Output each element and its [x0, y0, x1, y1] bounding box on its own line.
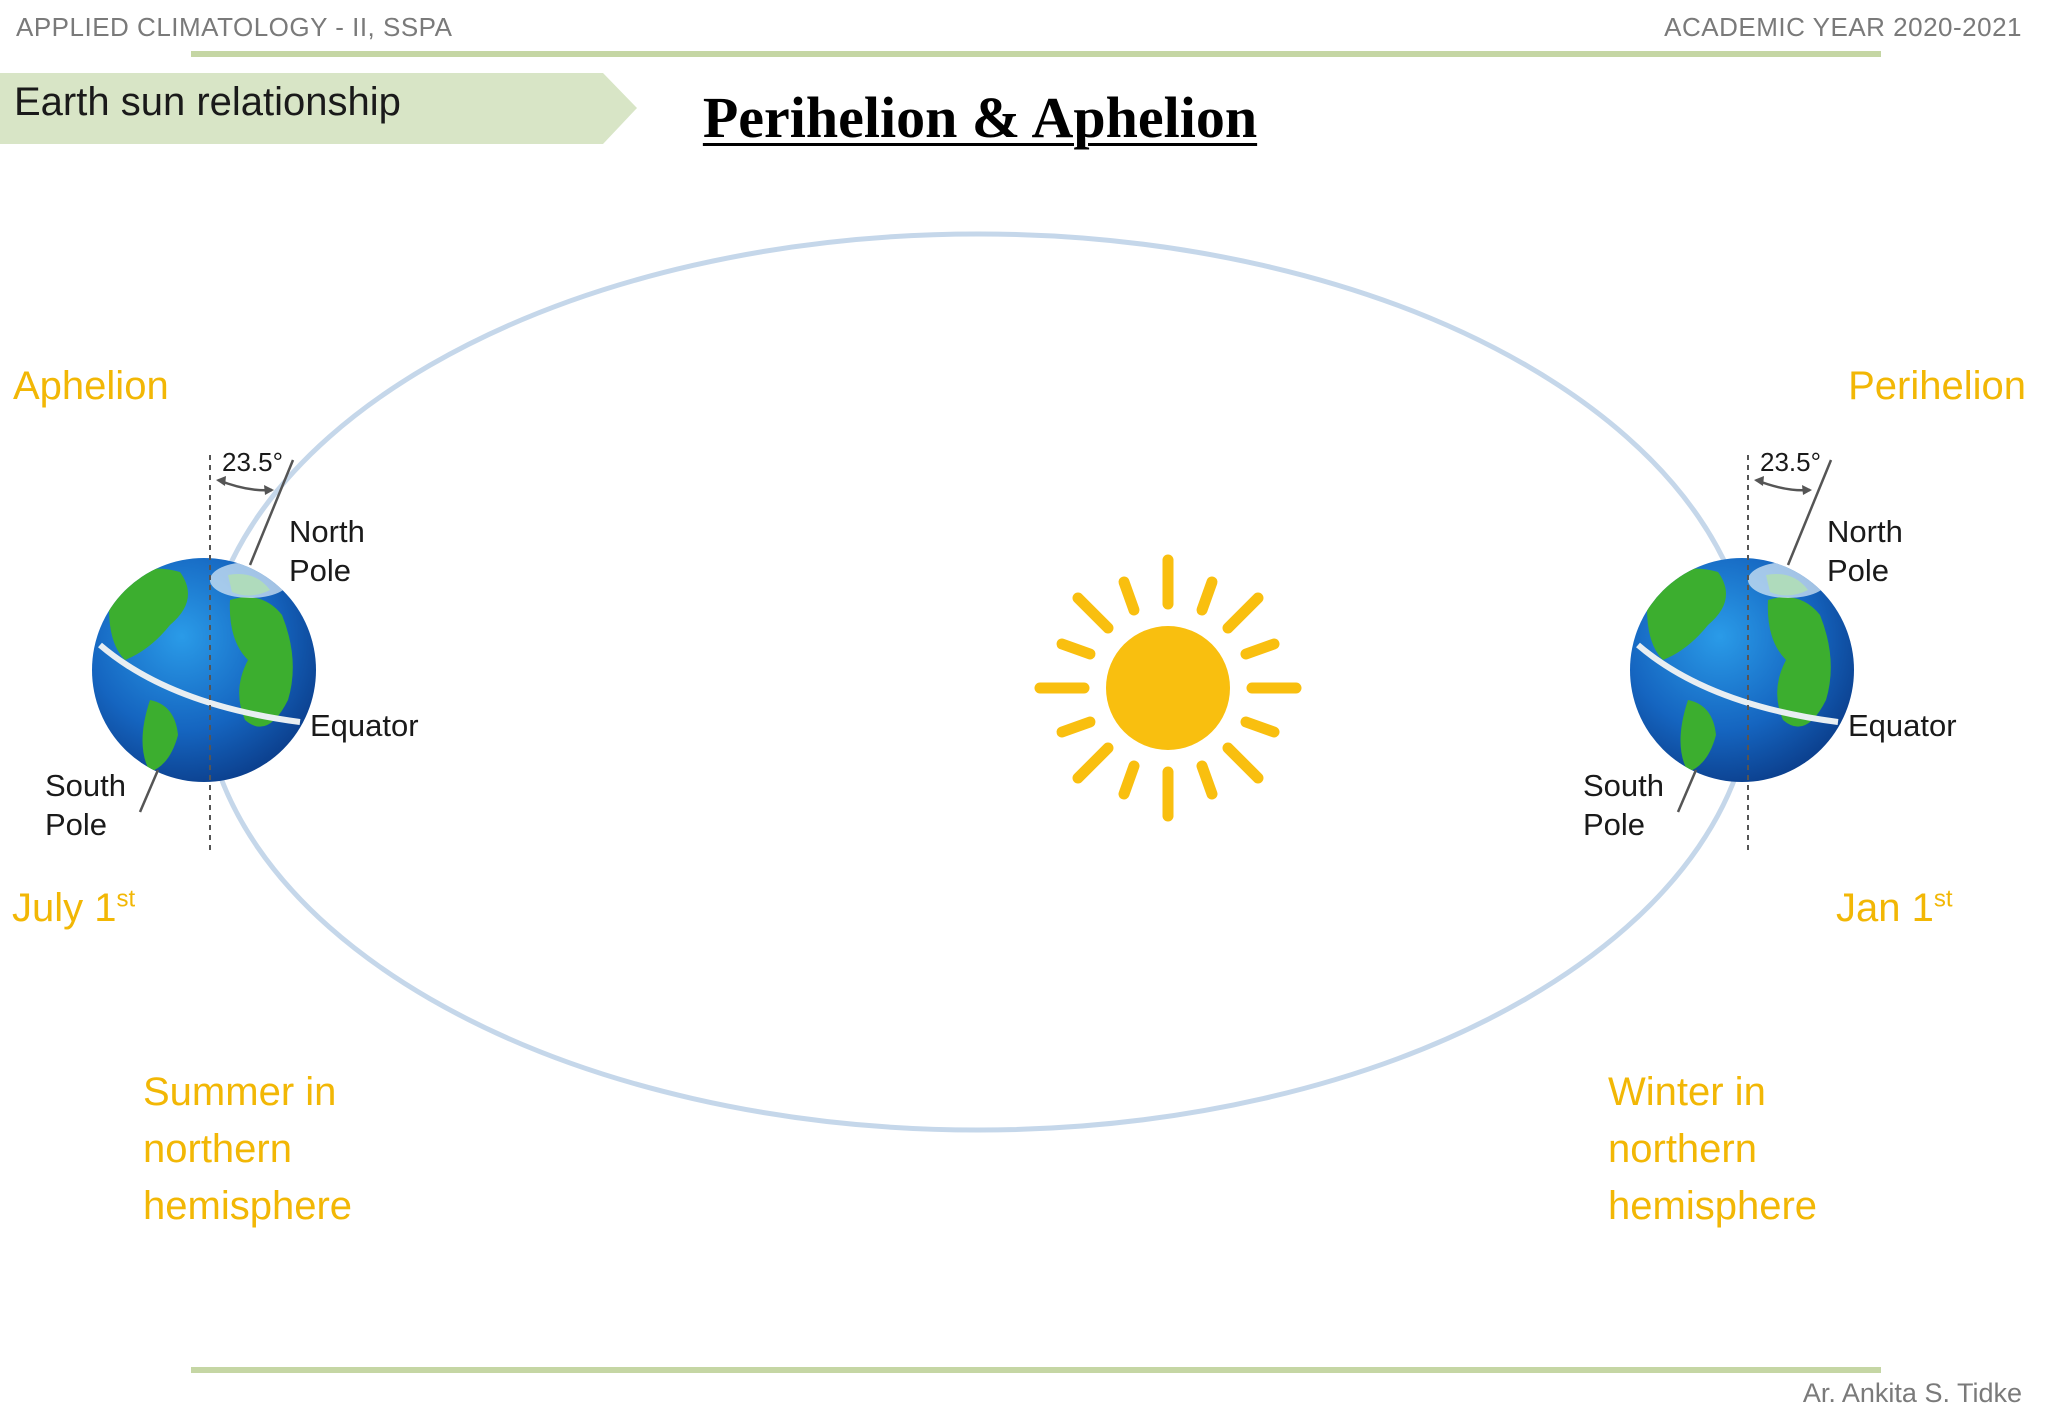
author-footer: Ar. Ankita S. Tidke — [1802, 1378, 2022, 1408]
bottom-divider — [191, 1367, 1881, 1373]
course-header: APPLIED CLIMATOLOGY - II, SSPA — [16, 12, 453, 42]
section-label: Earth sun relationship — [14, 80, 401, 124]
aphelion-label: Aphelion — [13, 364, 169, 408]
orbit-ellipse — [200, 231, 1756, 1133]
tilt-axis-line — [1786, 459, 1833, 566]
south-pole-pointer — [1676, 769, 1698, 813]
equator-label: Equator — [310, 708, 419, 743]
tilt-angle-label: 23.5° — [1760, 447, 1822, 477]
tilt-axis-line — [248, 459, 295, 566]
perihelion-label: Perihelion — [1848, 364, 2026, 408]
earth-globe-icon — [1630, 558, 1854, 782]
section-tab-shape — [0, 73, 637, 144]
sun-icon — [1034, 554, 1302, 822]
perihelion-date: Jan 1st — [1836, 885, 1953, 930]
earth-globe-icon — [92, 558, 316, 782]
section-tab — [0, 73, 640, 144]
tilt-angle-label: 23.5° — [222, 447, 284, 477]
equator-label: Equator — [1848, 708, 1957, 743]
top-divider — [191, 51, 1881, 57]
academic-year-header: ACADEMIC YEAR 2020-2021 — [1664, 12, 2022, 42]
aphelion-date: July 1st — [12, 885, 136, 930]
page-title: Perihelion & Aphelion — [702, 85, 1258, 150]
south-pole-pointer — [138, 769, 160, 813]
perihelion-season: Winter in northern hemisphere — [1608, 1070, 1818, 1228]
aphelion-season: Summer in northern hemisphere — [143, 1070, 353, 1228]
